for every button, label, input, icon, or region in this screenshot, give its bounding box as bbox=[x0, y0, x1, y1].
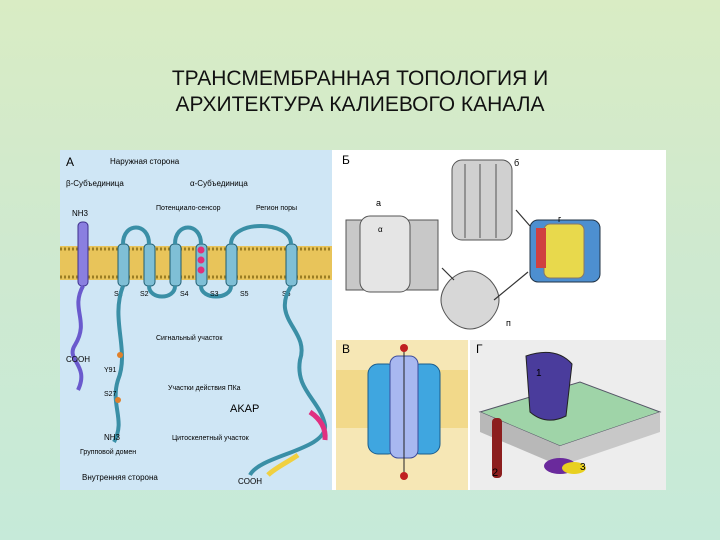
panel-g: Г 1 2 3 bbox=[470, 340, 666, 490]
outside-label: Наружная сторона bbox=[110, 157, 180, 166]
label-1: 1 bbox=[536, 368, 542, 379]
cooh-bottom-label: COOH bbox=[238, 477, 262, 486]
slide-title: ТРАНСМЕМБРАННАЯ ТОПОЛОГИЯ И АРХИТЕКТУРА … bbox=[0, 66, 720, 118]
alpha-subunit-label: α-Субъединица bbox=[190, 179, 248, 188]
label-3: 3 bbox=[580, 462, 586, 473]
segment-s5: S5 bbox=[240, 291, 249, 298]
inside-label: Внутренняя сторона bbox=[82, 473, 158, 482]
nh3-top-label: NH3 bbox=[72, 209, 89, 218]
nh3-bottom-label: NH3 bbox=[104, 433, 121, 442]
figure-illustration: А Наружная сторона β-Субъединица α-Субъе… bbox=[60, 150, 666, 490]
cytoskeleton-site-label: Цитоскелетный участок bbox=[172, 434, 250, 442]
panel-g-letter: Г bbox=[476, 342, 483, 356]
channel-protein bbox=[525, 351, 573, 421]
label-alpha: α bbox=[378, 225, 383, 234]
beta-helix bbox=[77, 221, 89, 287]
segment-s3: S3 bbox=[210, 291, 219, 298]
label-b: б bbox=[514, 158, 519, 168]
signal-site-label: Сигнальный участок bbox=[156, 334, 223, 342]
label-2: 2 bbox=[492, 467, 498, 479]
segment-s1: S1 bbox=[114, 291, 123, 298]
slide-title-line-1: ТРАНСМЕМБРАННАЯ ТОПОЛОГИЯ И bbox=[171, 67, 549, 90]
panel-a: А Наружная сторона β-Субъединица α-Субъе… bbox=[60, 150, 332, 490]
alpha-loops bbox=[121, 224, 293, 299]
segment-s4: S4 bbox=[180, 291, 189, 298]
label-p: п bbox=[506, 318, 511, 328]
label-a: а bbox=[376, 198, 381, 208]
group-domain-label: Групповой домен bbox=[80, 448, 136, 456]
panel-b-letter: Б bbox=[342, 153, 350, 167]
beta-subunit-label: β-Субъединица bbox=[66, 179, 124, 188]
figure-panel: А Наружная сторона β-Субъединица α-Субъе… bbox=[60, 150, 666, 490]
c-terminal-chain bbox=[248, 284, 327, 477]
slide-title-line-2: АРХИТЕКТУРА КАЛИЕВОГО КАНАЛА bbox=[175, 93, 545, 116]
channel-cylinder bbox=[359, 215, 411, 293]
voltage-sensor-label: Потенциало-сенсор bbox=[156, 205, 221, 212]
s27-label: S27 bbox=[104, 391, 117, 398]
pka-sites-label: Участки действия ПКа bbox=[168, 384, 241, 392]
helix-bundle bbox=[451, 159, 513, 241]
y91-label: Y91 bbox=[104, 367, 117, 374]
panel-b: Б а α б г п bbox=[336, 150, 666, 336]
akap-label: AKAP bbox=[230, 403, 259, 415]
beta-subunit-g bbox=[492, 418, 502, 478]
pore-region-label: Регион поры bbox=[256, 205, 297, 212]
panel-a-letter: А bbox=[66, 155, 74, 169]
cooh-left-label: COOH bbox=[66, 355, 90, 364]
label-g: г bbox=[558, 214, 562, 224]
top-view bbox=[440, 270, 500, 330]
n-terminal-chain bbox=[112, 285, 125, 443]
panel-v-letter: В bbox=[342, 342, 350, 356]
panel-v: В bbox=[336, 340, 468, 490]
beta-chain bbox=[70, 285, 85, 391]
segment-s2: S2 bbox=[140, 291, 149, 298]
